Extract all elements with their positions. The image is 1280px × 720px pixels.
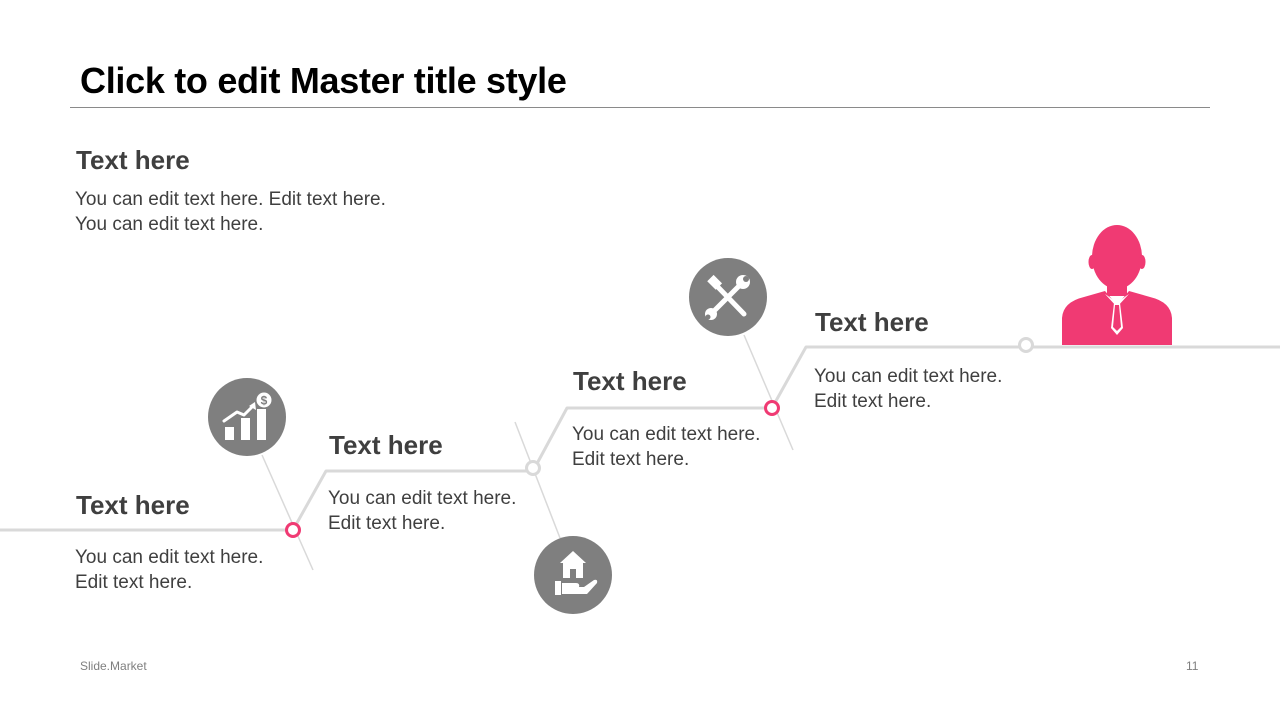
step-1-node: [285, 522, 301, 538]
connector-line-1: [261, 454, 314, 571]
footer-brand: Slide.Market: [80, 659, 147, 673]
growth-chart-dollar-icon: $: [208, 378, 286, 456]
tools-icon: [689, 258, 767, 336]
step-2-body[interactable]: You can edit text here. Edit text here.: [328, 488, 517, 534]
step-1-body[interactable]: You can edit text here. Edit text here.: [75, 547, 264, 593]
step-4-node: [1018, 337, 1034, 353]
connector-line-2: [514, 421, 561, 539]
step-1-heading[interactable]: Text here: [76, 490, 190, 520]
intro-heading[interactable]: Text here: [76, 145, 190, 175]
intro-body[interactable]: You can edit text here. Edit text here. …: [75, 189, 386, 235]
step-3-body[interactable]: You can edit text here. Edit text here.: [572, 424, 761, 470]
step-4-body[interactable]: You can edit text here. Edit text here.: [814, 366, 1003, 412]
connector-line-3: [743, 334, 794, 451]
businessman-icon: [1062, 225, 1172, 345]
svg-text:$: $: [261, 394, 268, 408]
title-divider: [70, 107, 1210, 108]
house-in-hand-icon: [534, 536, 612, 614]
step-3-node: [764, 400, 780, 416]
staircase-line: [0, 345, 1280, 532]
step-2-node: [525, 460, 541, 476]
step-2-heading[interactable]: Text here: [329, 430, 443, 460]
slide-title[interactable]: Click to edit Master title style: [80, 60, 567, 101]
page-number: 11: [1186, 659, 1199, 673]
step-4-heading[interactable]: Text here: [815, 307, 929, 337]
step-3-heading[interactable]: Text here: [573, 366, 687, 396]
